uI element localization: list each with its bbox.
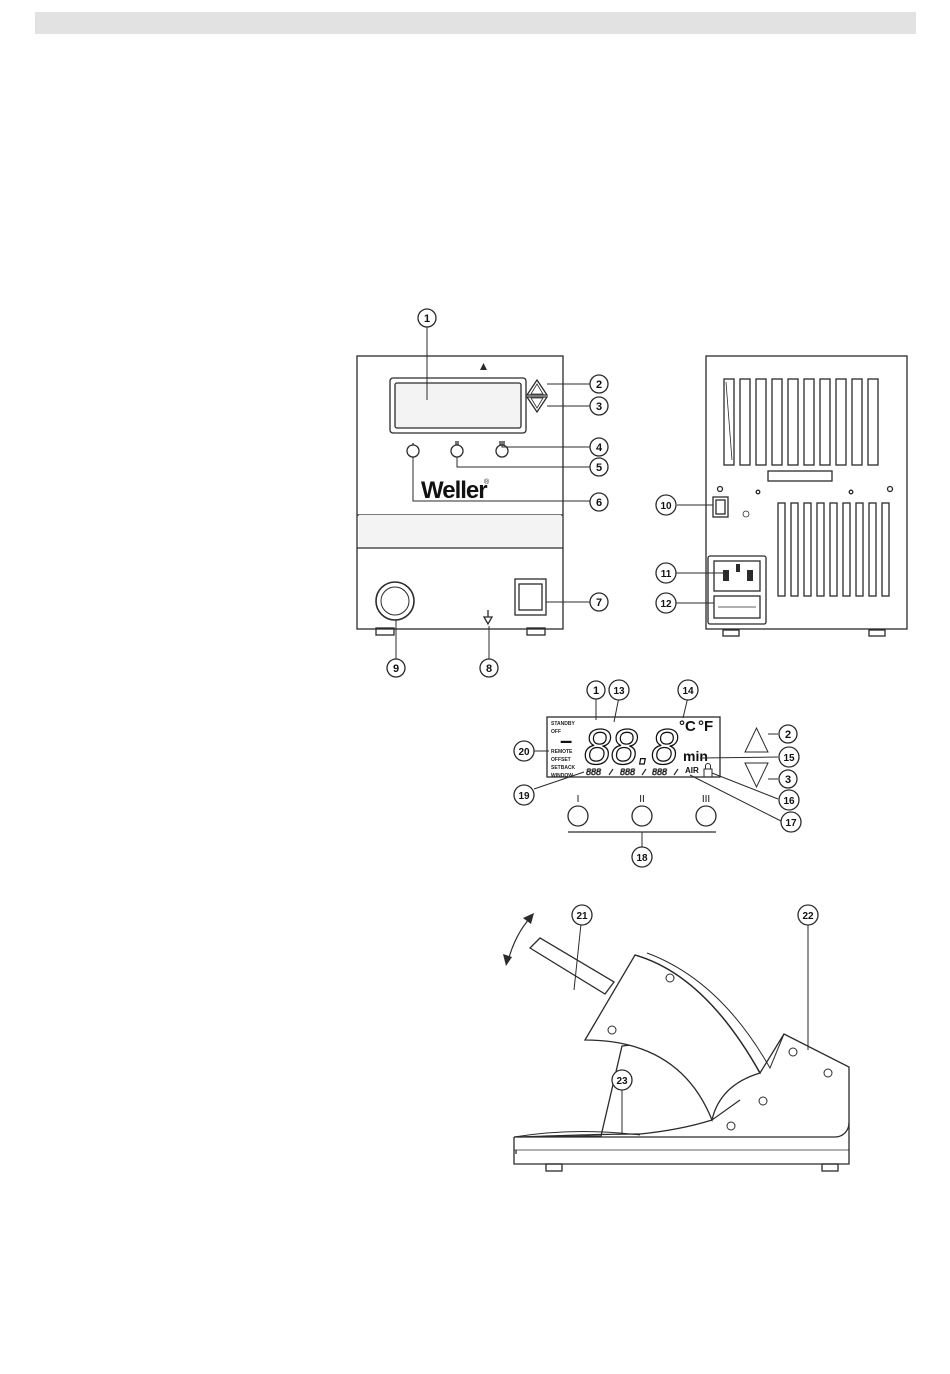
callout-20: 20 <box>514 741 534 761</box>
callout-4: 4 <box>590 438 608 456</box>
svg-text:11: 11 <box>661 569 672 580</box>
svg-text:7: 7 <box>596 597 602 609</box>
display-window <box>390 378 526 433</box>
iron-stand <box>503 913 849 1171</box>
svg-text:12: 12 <box>660 599 672 610</box>
svg-text:16: 16 <box>783 796 795 807</box>
svg-text:15: 15 <box>783 753 795 764</box>
svg-text:9: 9 <box>393 663 399 675</box>
fuse-holder[interactable] <box>714 596 760 618</box>
callout-12: 12 <box>656 593 676 613</box>
svg-text:II: II <box>639 794 645 805</box>
callout-15: 15 <box>779 747 799 767</box>
svg-text:17: 17 <box>785 818 797 829</box>
svg-text:III: III <box>702 794 710 805</box>
lcd-unit-celsius: °C <box>679 718 696 735</box>
callout-3: 3 <box>590 397 608 415</box>
callout-23: 23 <box>612 1070 632 1090</box>
svg-text:888: 888 <box>652 767 667 777</box>
svg-text:5: 5 <box>596 462 602 474</box>
preset-labels: I II III <box>577 794 711 805</box>
power-switch-front[interactable] <box>515 579 546 615</box>
svg-text:4: 4 <box>596 442 603 454</box>
lcd-dash: – <box>560 728 572 753</box>
back-view-unit <box>706 356 907 636</box>
svg-text:888: 888 <box>620 767 635 777</box>
lcd-up-arrow-icon[interactable] <box>745 728 768 752</box>
callout-6: 6 <box>590 493 608 511</box>
svg-text:I: I <box>577 794 580 805</box>
logo-mark: ® <box>484 478 490 486</box>
svg-text:8: 8 <box>486 663 492 675</box>
lcd-preset-digits: 888 888 888 <box>586 767 667 777</box>
svg-text:19: 19 <box>518 791 530 802</box>
svg-text:STANDBY: STANDBY <box>551 721 575 727</box>
iron-socket[interactable] <box>376 582 414 620</box>
callout-17: 17 <box>781 812 801 832</box>
svg-text:6: 6 <box>596 497 602 509</box>
callout-1-display: 1 <box>587 681 605 699</box>
lcd-unit-fahrenheit: °F <box>698 718 713 735</box>
potential-equalization-socket[interactable] <box>713 497 728 517</box>
svg-text:23: 23 <box>616 1076 628 1087</box>
svg-text:2: 2 <box>785 729 791 741</box>
callout-11: 11 <box>656 563 676 583</box>
callout-21: 21 <box>572 905 592 925</box>
logo-text: Weller <box>421 477 487 504</box>
svg-text:10: 10 <box>660 501 672 512</box>
svg-text:3: 3 <box>596 401 602 413</box>
callout-8: 8 <box>480 659 498 677</box>
svg-text:21: 21 <box>576 911 588 922</box>
adjust-arrow-icon <box>503 913 534 966</box>
callout-22: 22 <box>798 905 818 925</box>
callout-19: 19 <box>514 785 534 805</box>
lcd-unit-min: min <box>683 748 708 764</box>
callout-7: 7 <box>590 593 608 611</box>
svg-text:888: 888 <box>586 767 601 777</box>
callout-2-display: 2 <box>779 725 797 743</box>
callout-18: 18 <box>632 847 652 867</box>
callout-1: 1 <box>418 309 436 327</box>
weller-logo: Weller ® <box>421 477 490 504</box>
callout-2: 2 <box>590 375 608 393</box>
lcd-air-label: AIR <box>685 766 699 775</box>
svg-text:SETBACK: SETBACK <box>551 765 576 771</box>
callout-14: 14 <box>678 680 698 700</box>
iron-tube <box>530 938 614 994</box>
svg-text:1: 1 <box>593 685 599 697</box>
svg-text:3: 3 <box>785 774 791 786</box>
callout-3-display: 3 <box>779 770 797 788</box>
callout-13: 13 <box>609 680 629 700</box>
svg-text:14: 14 <box>682 686 694 697</box>
svg-text:13: 13 <box>613 686 625 697</box>
svg-text:20: 20 <box>518 747 530 758</box>
svg-text:22: 22 <box>802 911 814 922</box>
callout-16: 16 <box>779 790 799 810</box>
preset-buttons-detail[interactable] <box>568 806 716 826</box>
callout-10: 10 <box>656 495 676 515</box>
svg-text:2: 2 <box>596 379 602 391</box>
svg-text:18: 18 <box>636 853 648 864</box>
callout-9: 9 <box>387 659 405 677</box>
callout-5: 5 <box>590 458 608 476</box>
svg-text:WINDOW: WINDOW <box>551 773 573 779</box>
lcd-down-arrow-icon[interactable] <box>745 763 768 787</box>
svg-text:1: 1 <box>424 313 430 325</box>
front-view-unit: Weller ® <box>357 356 563 635</box>
lcd-display-detail: STANDBY OFF REMOTE OFFSET SETBACK WINDOW… <box>547 717 768 832</box>
svg-text:OFFSET: OFFSET <box>551 757 571 763</box>
